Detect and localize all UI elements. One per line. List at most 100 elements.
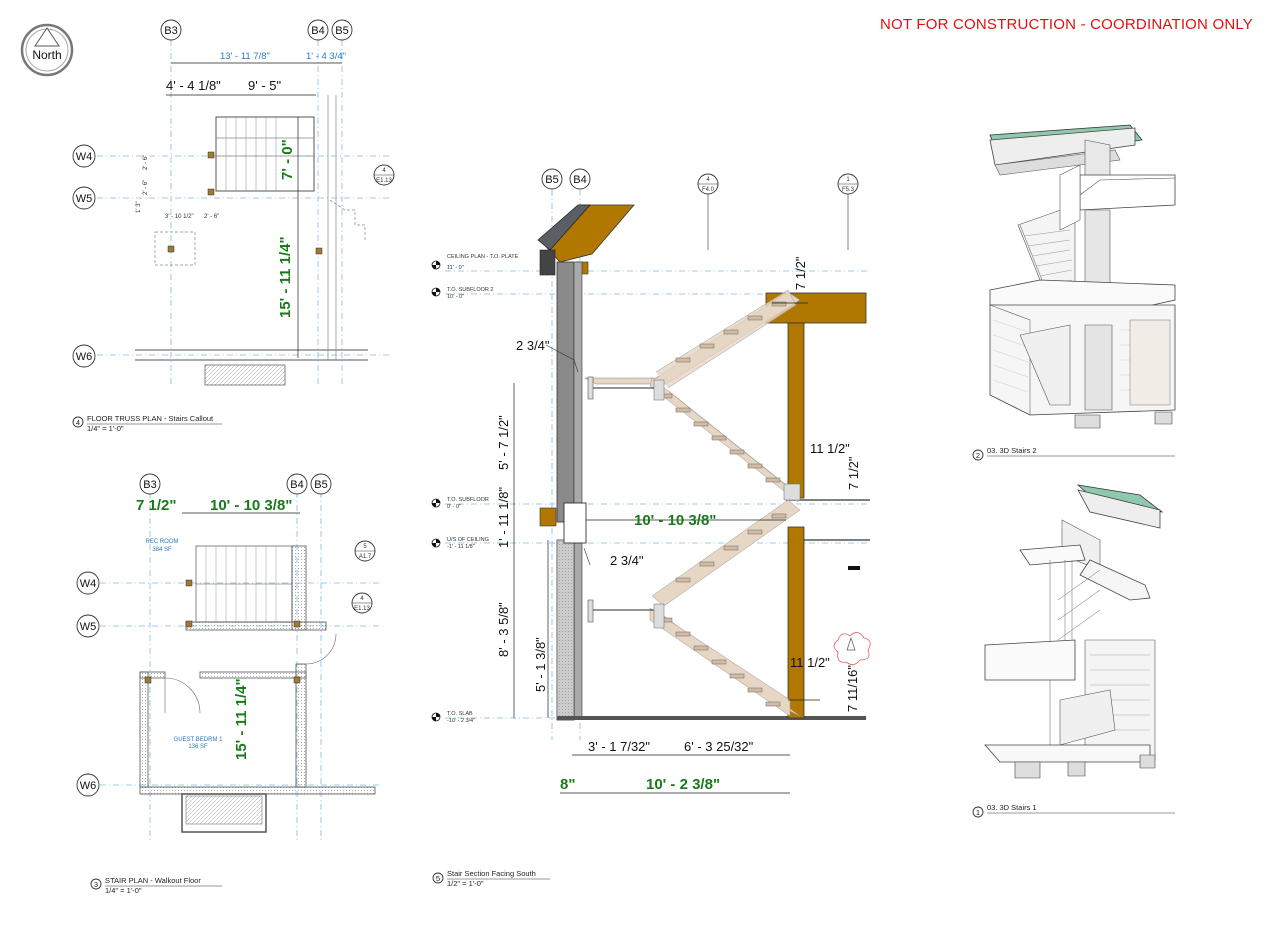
room-area-guest: 136 SF [188, 744, 208, 750]
grid-label-w4: W4 [80, 578, 97, 590]
dim-4-4: 4' - 4 1/8" [166, 78, 221, 93]
dim-1-11: 1' - 11 1/8" [496, 487, 511, 548]
grid-bubble-b5 [541, 168, 563, 190]
grid-bubble-b5 [331, 19, 353, 41]
grid-label-w5: W5 [80, 621, 97, 633]
dim-7-11-16: 7 11/16" [845, 665, 860, 712]
grid-bubble-w6 [72, 344, 96, 368]
grid-bubble-b3 [160, 19, 182, 41]
sdim-5: 1' 3" [136, 201, 142, 213]
dim-5-7: 5' - 7 1/2" [496, 415, 511, 470]
grid-label-w6: W6 [76, 351, 93, 363]
view-num: 3 [94, 880, 98, 889]
level-marker [431, 260, 441, 722]
callout-num: 5 [363, 544, 367, 550]
dim-9-5: 9' - 5" [248, 78, 281, 93]
callout-sheet: F4.0 [702, 187, 715, 193]
grid-label-b4: B4 [573, 174, 586, 186]
level-elev: -1' - 11 1/8" [447, 544, 475, 550]
dim-7-half: 7 1/2" [136, 497, 176, 514]
dim-8-3: 8' - 3 5/8" [496, 602, 511, 657]
dim-11-half-low: 11 1/2" [790, 655, 830, 670]
dim-6-3: 6' - 3 25/32" [684, 739, 754, 754]
dim-7-0: 7' - 0" [279, 139, 296, 180]
dim-2-3-4-mid: 2 3/4" [610, 553, 644, 568]
dim-7-half-mid: 7 1/2" [846, 456, 861, 490]
dim-15-11: 15' - 11 1/4" [277, 236, 294, 318]
callout-num: 4 [360, 596, 364, 602]
grid-bubble-w4 [72, 144, 96, 168]
view-title: Stair Section Facing South [447, 869, 536, 878]
grid-bubble-w6 [76, 773, 100, 797]
grid-bubble-b4 [569, 168, 591, 190]
north-label: North [32, 48, 61, 62]
callout-sheet: E1.13 [354, 606, 370, 612]
grid-label-b3: B3 [143, 479, 156, 491]
grid-bubble-b3 [139, 473, 161, 495]
callout-num: 1 [846, 177, 850, 183]
coordination-warning: NOT FOR CONSTRUCTION - COORDINATION ONLY [879, 16, 1253, 33]
view-num: 1 [976, 808, 980, 817]
view-title: 03. 3D Stairs 2 [987, 446, 1037, 455]
grid-bubble-b4 [286, 473, 308, 495]
dim-landing: 10' - 10 3/8" [634, 512, 716, 529]
view-scale: 1/4" = 1'-0" [105, 886, 142, 895]
dim-8-in: 8" [560, 776, 575, 793]
level-elev: 0' - 0" [447, 504, 461, 510]
level-elev: 10' - 0" [447, 294, 464, 300]
grid-label-w5: W5 [76, 193, 93, 205]
view-num: 2 [976, 451, 980, 460]
grid-bubble-b5 [310, 473, 332, 495]
level-name: U/S OF CEILING [447, 537, 489, 543]
grid-label-b4: B4 [311, 25, 324, 37]
dim-5-1: 5' - 1 3/8" [533, 637, 548, 692]
room-name-guest: GUEST BEDRM 1 [174, 737, 224, 743]
level-elev: -10' - 2 3/4" [447, 718, 475, 724]
view-num: 4 [76, 418, 80, 427]
level-name: T.O. SUBFLOOR 2 [447, 287, 493, 293]
grid-label-b3: B3 [164, 25, 177, 37]
sdim-4: 2' - 6" [204, 214, 219, 220]
sdim-2: 2' - 6" [143, 180, 149, 195]
grid-label-w4: W4 [76, 151, 93, 163]
view-scale: 1/4" = 1'-0" [87, 424, 124, 433]
view-num-bubble [90, 878, 102, 890]
walkout-floor-plan: B3 B4 B5 W4 W5 W6 7 1/2" 10' - 10 3/8" 1… [76, 473, 380, 895]
level-name: CEILING PLAN - T.O. PLATE [447, 254, 519, 260]
dim-1-4: 1' - 4 3/4" [306, 51, 346, 62]
dim-3-1: 3' - 1 7/32" [588, 739, 650, 754]
callout-num: 4 [382, 168, 386, 174]
callout-sheet: E1.13 [376, 178, 392, 184]
revision-cloud-icon [833, 632, 871, 665]
room-area-rec: 384 SF [152, 547, 172, 553]
grid-bubble-w5 [76, 614, 100, 638]
view-num-bubble [972, 806, 984, 818]
dim-13-11: 13' - 11 7/8" [220, 51, 270, 62]
dim-15-11: 15' - 11 1/4" [233, 678, 250, 760]
grid-bubble-w4 [76, 571, 100, 595]
floor-truss-plan: B3 B4 B5 W4 W5 W6 13' - 11 7/8" 1' - 4 3… [72, 19, 395, 433]
grid-label-b4: B4 [290, 479, 303, 491]
sdim-1: 2' - 6" [143, 155, 149, 170]
grid-label-w6: W6 [80, 780, 97, 792]
stair-section: B5 B4 4 F4.0 1 F5.3 [431, 168, 871, 888]
dim-7-half-top: 7 1/2" [793, 256, 808, 290]
level-name: T.O. SLAB [447, 711, 473, 717]
dim-11-half-up: 11 1/2" [810, 441, 850, 456]
level-elev: 11' - 0" [447, 265, 464, 271]
grid-label-b5: B5 [545, 174, 558, 186]
grid-label-b5: B5 [314, 479, 327, 491]
grid-label-b5: B5 [335, 25, 348, 37]
view-num-bubble [972, 449, 984, 461]
dim-2-3-4-top: 2 3/4" [516, 338, 550, 353]
callout-num: 4 [706, 177, 710, 183]
3d-stairs-1-view: 1 03. 3D Stairs 1 [972, 484, 1175, 818]
dim-run: 10' - 2 3/8" [646, 776, 720, 793]
3d-stairs-2-view: 2 03. 3D Stairs 2 [972, 124, 1176, 461]
sdim-3: 3' - 10 1/2" [165, 214, 194, 220]
view-title: FLOOR TRUSS PLAN - Stairs Callout [87, 414, 214, 423]
level-name: T.O. SUBFLOOR [447, 497, 489, 503]
view-title: 03. 3D Stairs 1 [987, 803, 1037, 812]
